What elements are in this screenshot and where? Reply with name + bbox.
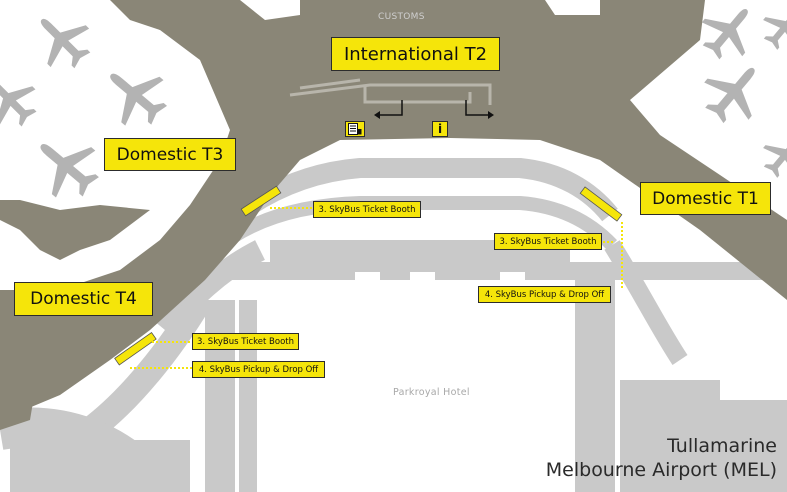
- skybus-marker-t1: [579, 186, 623, 222]
- airplane-icon: [22, 0, 102, 80]
- skybus-ticket-booth-t3[interactable]: 3. SkyBus Ticket Booth: [313, 201, 421, 218]
- terminal-t2-label[interactable]: International T2: [331, 37, 500, 71]
- skybus-marker-t3: [240, 185, 282, 217]
- hotel-label: Parkroyal Hotel: [393, 387, 470, 398]
- skybus-pickup-t4[interactable]: 4. SkyBus Pickup & Drop Off: [192, 361, 325, 378]
- terminal-t4-label[interactable]: Domestic T4: [14, 282, 153, 316]
- airplane-icon: [21, 121, 111, 211]
- map-title: Tullamarine Melbourne Airport (MEL): [546, 434, 777, 482]
- ticket-booth-icon: [345, 121, 365, 137]
- airplane-icon: [0, 62, 48, 138]
- title-line-2: Melbourne Airport (MEL): [545, 459, 777, 481]
- skybus-ticket-booth-t1[interactable]: 3. SkyBus Ticket Booth: [494, 233, 602, 250]
- arrow-left-icon: [374, 100, 403, 119]
- terminal-t1-label[interactable]: Domestic T1: [640, 182, 771, 215]
- arrow-right-icon: [465, 100, 494, 119]
- terminal-t3-label[interactable]: Domestic T3: [104, 138, 236, 171]
- customs-label: CUSTOMS: [378, 12, 425, 22]
- airplane-icon: [754, 0, 787, 58]
- airplane-icon: [692, 49, 776, 135]
- information-icon[interactable]: i: [432, 121, 448, 137]
- skybus-pickup-t1[interactable]: 4. SkyBus Pickup & Drop Off: [478, 286, 611, 303]
- title-line-1: Tullamarine: [667, 435, 777, 457]
- skybus-marker-t4: [114, 331, 157, 366]
- airplane-icon: [754, 124, 787, 186]
- airplane-icon: [91, 51, 179, 139]
- skybus-ticket-booth-t4[interactable]: 3. SkyBus Ticket Booth: [192, 333, 299, 350]
